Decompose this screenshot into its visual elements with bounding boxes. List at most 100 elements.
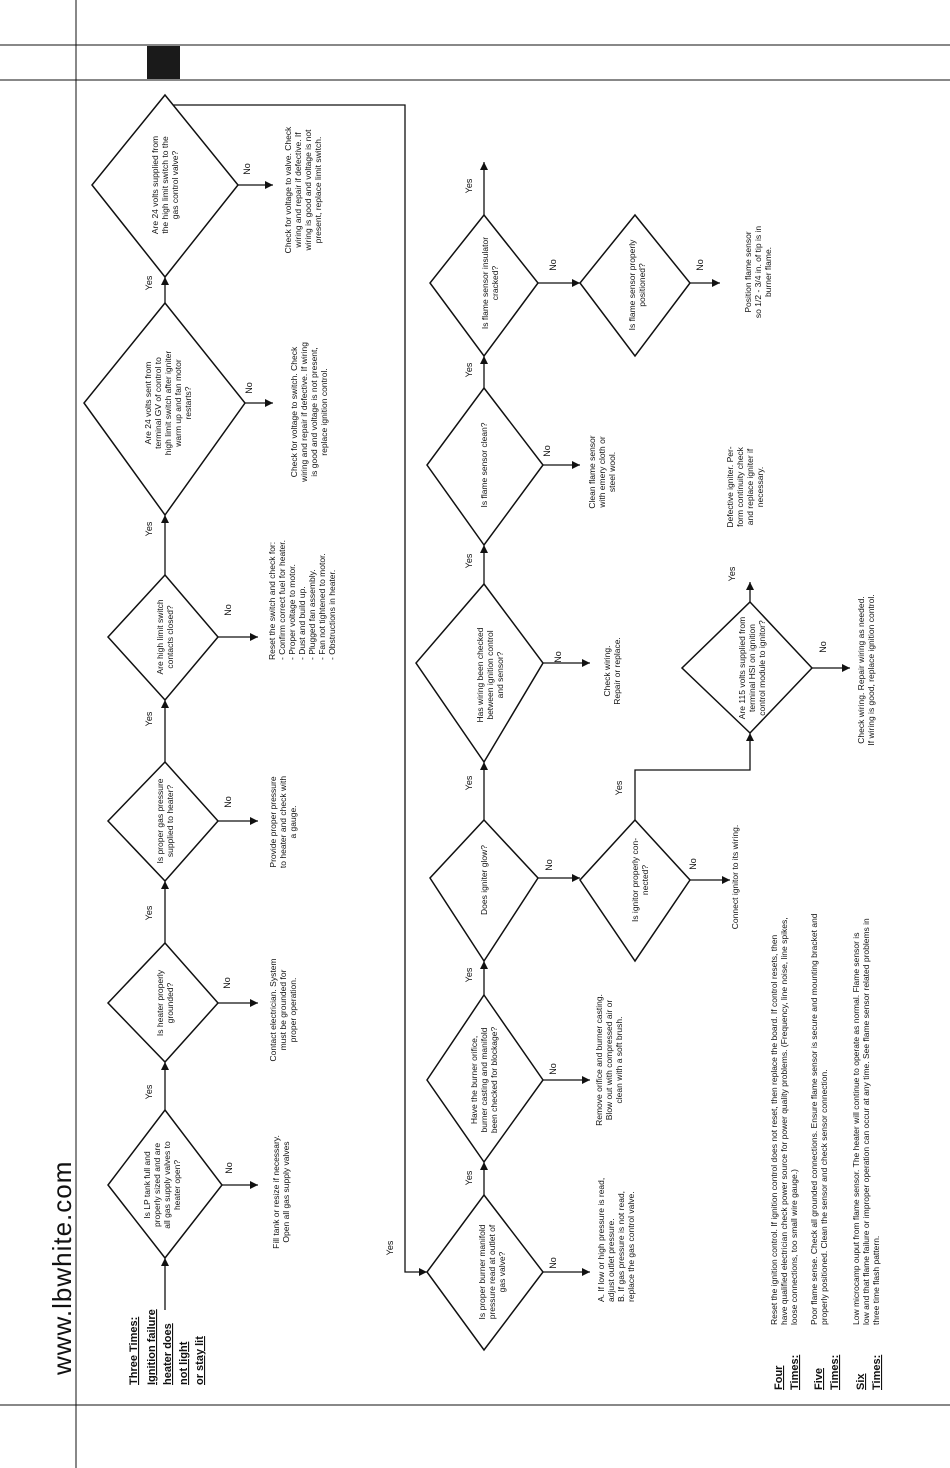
no-label: No	[544, 859, 554, 871]
text-line: Is flame sensor properly	[627, 239, 637, 330]
text-line: - Obstructions in heater.	[327, 570, 337, 660]
text-line: and replace igniter if	[745, 448, 755, 525]
diamond-sensor-clean	[426, 386, 544, 547]
text-line: Check for voltage to valve. Check	[283, 126, 293, 253]
text-line: replace ignition control.	[319, 368, 329, 455]
yes-label: Yes	[464, 553, 474, 568]
diamond-high-limit	[106, 573, 219, 702]
no-label: No	[548, 1257, 558, 1269]
row1-a_limit: Reset the switch and check for:- Confirm…	[267, 540, 337, 660]
text-line: gas control valve?	[170, 150, 180, 219]
text-line: high limit switch after igniter	[163, 351, 173, 456]
diamond-manifold-pressure	[426, 1193, 544, 1352]
no-label: No	[553, 651, 563, 663]
flash-notes: Four Times: Reset the ignition control. If…	[769, 913, 883, 1390]
text-line: terminal HSI on ignition	[747, 624, 757, 712]
yes-label: Yes	[144, 521, 154, 536]
diamond-wiring-checked	[415, 582, 544, 764]
diamond-grounded	[106, 941, 220, 1064]
no-label: No	[548, 259, 558, 271]
text-line: positioned?	[637, 263, 647, 307]
yes-label: Yes	[727, 566, 737, 581]
yes-label: Yes	[144, 1084, 154, 1099]
text-line: - Proper voltage to motor.	[287, 564, 297, 660]
website-url: www.lbwhite.com	[47, 1161, 77, 1376]
heading-line-4: not light	[178, 1341, 190, 1385]
text-line: form continuity check	[735, 446, 745, 527]
no-label: No	[223, 796, 233, 808]
text-line: been checked for blockage?	[489, 1027, 499, 1134]
text-line: Position flame sensor	[743, 231, 753, 312]
header-black-block	[147, 46, 180, 79]
text-line: Is flame sensor insulator	[480, 237, 490, 329]
no-label: No	[224, 1162, 234, 1174]
yes-label: Yes	[464, 362, 474, 377]
diamond-igniter-glow	[429, 818, 539, 963]
text-line: Fill tank or resize if necessary.	[271, 1135, 281, 1249]
text-line: a gauge.	[288, 805, 298, 838]
note-heading: Times:	[871, 1355, 883, 1390]
text-line: wiring and repair if defective. If	[293, 132, 303, 249]
row1-a_lp: Fill tank or resize if necessary.Open al…	[271, 1135, 291, 1249]
three-times-heading: Three Times: Ignition failure heater doe…	[128, 1309, 206, 1385]
note-line: Reset the ignition control. If ignition …	[769, 934, 779, 1325]
text-line: B. If gas pressure is not read,	[616, 1191, 626, 1302]
text-line: Check for voltage to switch. Check	[289, 346, 299, 477]
heading-line-3: heater does	[162, 1323, 174, 1385]
no-label: No	[244, 382, 254, 394]
text-line: wiring is good and voltage is not	[303, 129, 313, 252]
heading-line-5: or stay lit	[194, 1336, 206, 1385]
text-line: heater open?	[172, 1160, 182, 1210]
no-label: No	[222, 977, 232, 989]
text-line: pressure read at outlet of	[487, 1224, 497, 1319]
yes-label: Yes	[144, 275, 154, 290]
text-line: Remove orifice and burner casting.	[594, 994, 604, 1126]
text-line: all gas supply valves to	[162, 1141, 172, 1229]
yes-label: Yes	[464, 967, 474, 982]
text-line: Have the burner orifice,	[469, 1036, 479, 1124]
text-line: Clean flame sensor	[587, 435, 597, 508]
text-line: A. If low or high pressure is read,	[596, 1178, 606, 1302]
text-line: - Plugged fan assembly.	[307, 569, 317, 660]
row2-q_clean: Is flame sensor clean?	[479, 422, 489, 507]
no-label: No	[695, 259, 705, 271]
text-line: necessary.	[755, 467, 765, 507]
text-line: properly sized and are	[152, 1143, 162, 1227]
text-line: gas valve?	[497, 1251, 507, 1292]
note-heading: Times:	[789, 1355, 801, 1390]
row2-a_manifold: A. If low or high pressure is read, adju…	[596, 1178, 636, 1302]
text-line: supplied to heater?	[165, 785, 175, 858]
text-line: Check wiring. Repair wiring as needed.	[856, 596, 866, 743]
text-line: must be grounded for	[278, 969, 288, 1050]
text-line: Are 24 volts sent from	[143, 362, 153, 445]
text-line: Is proper burner manifold	[477, 1224, 487, 1319]
diamond-orifice	[426, 993, 544, 1164]
text-line: control module to ignitor?	[757, 620, 767, 716]
diamond-sensor-positioned	[579, 213, 691, 358]
note-heading: Four	[773, 1365, 785, 1390]
row2-a_wiring: Check wiring.Repair or replace.	[602, 637, 622, 705]
note-heading: Times:	[829, 1355, 841, 1390]
text-line: Does igniter glow?	[479, 845, 489, 915]
text-line: present, replace limit switch.	[313, 137, 323, 244]
text-line: If wiring is good, replace ignition cont…	[866, 594, 876, 745]
diamond-insulator	[429, 213, 539, 358]
decision-shapes	[83, 93, 814, 1352]
heading-line-2: Ignition failure	[146, 1309, 158, 1385]
row2-a_115_no: Check wiring. Repair wiring as needed.If…	[856, 594, 876, 745]
note-line: loose connections, too small wire gauge.…	[789, 1169, 799, 1325]
text-line: Repair or replace.	[612, 637, 622, 705]
text-line: steel wool.	[607, 452, 617, 492]
note-line: have qualified electrician check power s…	[779, 917, 789, 1325]
